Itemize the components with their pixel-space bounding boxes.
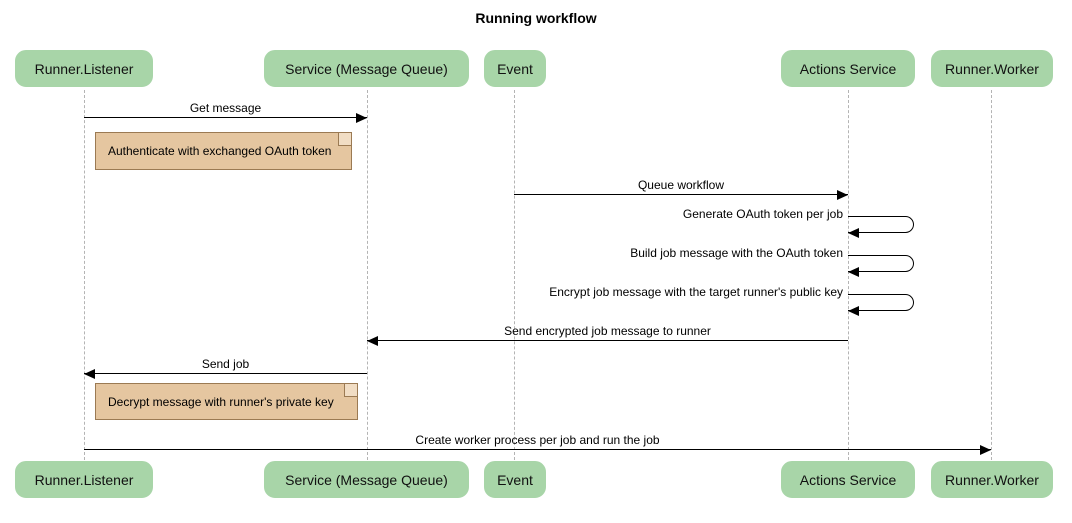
- participant-event-bottom[interactable]: Event: [484, 461, 546, 498]
- participant-actions-service-top[interactable]: Actions Service: [781, 50, 915, 87]
- note-text: Authenticate with exchanged OAuth token: [108, 144, 332, 158]
- self-message-loop-build-job-message: [848, 255, 914, 272]
- note-note-decrypt: Decrypt message with runner's private ke…: [95, 383, 358, 420]
- lifeline-service-mq: [367, 90, 368, 460]
- message-arrowhead-get-message: [356, 113, 367, 123]
- participant-service-mq-bottom[interactable]: Service (Message Queue): [264, 461, 469, 498]
- message-label-send-job: Send job: [201, 357, 250, 371]
- self-message-arrowhead-build-job-message: [848, 267, 859, 277]
- message-line-create-worker: [84, 449, 991, 450]
- participant-label: Runner.Listener: [34, 60, 134, 77]
- note-text: Decrypt message with runner's private ke…: [108, 394, 334, 409]
- message-arrowhead-send-job: [84, 369, 95, 379]
- self-message-label-generate-oauth-token: Generate OAuth token per job: [682, 207, 843, 221]
- participant-runner-worker-bottom[interactable]: Runner.Worker: [931, 461, 1053, 498]
- participant-label: Runner.Worker: [945, 471, 1039, 488]
- participant-label: Service (Message Queue): [285, 471, 448, 488]
- page-title: Running workflow: [475, 10, 597, 26]
- participant-runner-worker-top[interactable]: Runner.Worker: [931, 50, 1053, 87]
- participant-runner-listener-top[interactable]: Runner.Listener: [15, 50, 153, 87]
- lifeline-runner-listener: [84, 90, 85, 460]
- participant-label: Service (Message Queue): [285, 60, 448, 77]
- message-label-send-encrypted-job: Send encrypted job message to runner: [504, 324, 711, 338]
- lifeline-event: [514, 90, 515, 460]
- participant-event-top[interactable]: Event: [484, 50, 546, 87]
- note-fold-corner-icon: [344, 384, 357, 397]
- self-message-arrowhead-encrypt-job-message: [848, 306, 859, 316]
- participant-label: Runner.Listener: [34, 471, 134, 488]
- message-line-queue-workflow: [514, 194, 848, 195]
- self-message-arrowhead-generate-oauth-token: [848, 228, 859, 238]
- self-message-label-build-job-message: Build job message with the OAuth token: [630, 246, 843, 260]
- self-message-loop-generate-oauth-token: [848, 216, 914, 233]
- participant-label: Actions Service: [799, 471, 897, 488]
- participant-label: Event: [497, 471, 533, 488]
- participant-label: Actions Service: [799, 60, 897, 77]
- message-arrowhead-send-encrypted-job: [367, 336, 378, 346]
- participant-service-mq-top[interactable]: Service (Message Queue): [264, 50, 469, 87]
- message-label-queue-workflow: Queue workflow: [637, 178, 725, 192]
- participant-label: Event: [497, 60, 533, 77]
- message-line-send-encrypted-job: [367, 340, 848, 341]
- self-message-loop-encrypt-job-message: [848, 294, 914, 311]
- note-note-authenticate: Authenticate with exchanged OAuth token: [95, 132, 352, 170]
- message-label-get-message: Get message: [189, 101, 262, 115]
- participant-actions-service-bottom[interactable]: Actions Service: [781, 461, 915, 498]
- message-line-send-job: [84, 373, 367, 374]
- message-arrowhead-queue-workflow: [837, 190, 848, 200]
- message-label-create-worker: Create worker process per job and run th…: [415, 433, 660, 447]
- participant-runner-listener-bottom[interactable]: Runner.Listener: [15, 461, 153, 498]
- participant-label: Runner.Worker: [945, 60, 1039, 77]
- self-message-label-encrypt-job-message: Encrypt job message with the target runn…: [549, 285, 843, 299]
- message-arrowhead-create-worker: [980, 445, 991, 455]
- lifeline-runner-worker: [991, 90, 992, 460]
- note-fold-corner-icon: [338, 133, 351, 146]
- message-line-get-message: [84, 117, 367, 118]
